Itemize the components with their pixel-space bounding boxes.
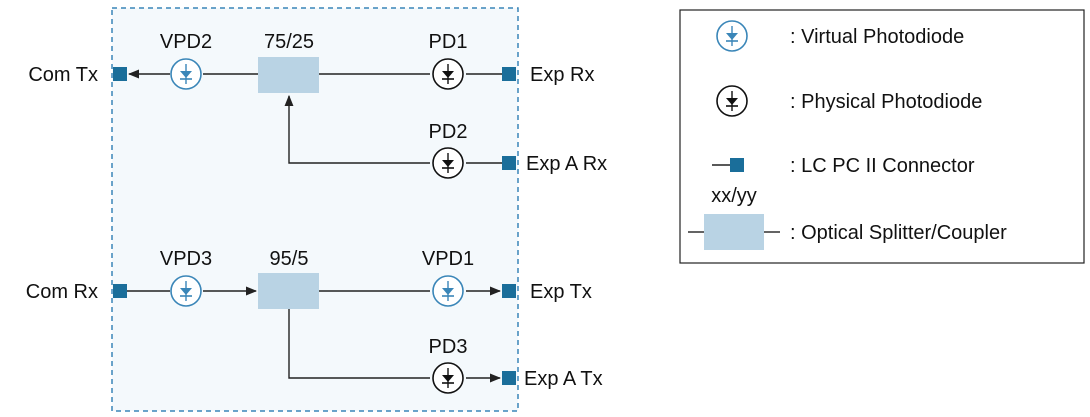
connector-exp-a-tx[interactable]: [502, 371, 516, 385]
label-splitter-75-25: 75/25: [264, 31, 314, 53]
connector-com-rx[interactable]: [113, 284, 127, 298]
label-exp-a-tx: Exp A Tx: [524, 368, 603, 390]
connector-com-tx[interactable]: [113, 67, 127, 81]
label-pd2: PD2: [429, 121, 468, 143]
splitter-95-5: [258, 273, 319, 309]
legend-physical-pd-label: : Physical Photodiode: [790, 91, 982, 113]
legend-connector-label: : LC PC II Connector: [790, 155, 975, 177]
pd3-icon: [432, 362, 464, 394]
label-com-rx: Com Rx: [26, 281, 98, 303]
vpd3-icon: [170, 275, 202, 307]
label-vpd3: VPD3: [160, 248, 212, 270]
label-vpd1: VPD1: [422, 248, 474, 270]
label-splitter-95-5: 95/5: [270, 248, 309, 270]
legend-splitter-icon: [688, 214, 780, 250]
label-exp-rx: Exp Rx: [530, 64, 594, 86]
label-pd1: PD1: [429, 31, 468, 53]
vpd2-icon: [170, 58, 202, 90]
legend-splitter-ratio: xx/yy: [711, 185, 757, 207]
vpd1-icon: [432, 275, 464, 307]
legend-virtual-pd-label: : Virtual Photodiode: [790, 26, 964, 48]
legend-virtual-pd-icon: [716, 20, 748, 52]
wire-splitter-pd3: [288, 309, 430, 379]
label-pd3: PD3: [429, 336, 468, 358]
legend-splitter-label: : Optical Splitter/Coupler: [790, 222, 1007, 244]
connector-exp-rx[interactable]: [502, 67, 516, 81]
connector-exp-tx[interactable]: [502, 284, 516, 298]
splitter-75-25: [258, 57, 319, 93]
legend: : Virtual Photodiode : Physical Photodio…: [679, 9, 1085, 264]
label-exp-tx: Exp Tx: [530, 281, 592, 303]
label-exp-a-rx: Exp A Rx: [526, 153, 607, 175]
legend-connector-icon: [712, 158, 744, 172]
pd2-icon: [432, 147, 464, 179]
wire-pd2-splitter: [284, 94, 430, 164]
pd1-icon: [432, 58, 464, 90]
connector-exp-a-rx[interactable]: [502, 156, 516, 170]
label-com-tx: Com Tx: [28, 64, 98, 86]
label-vpd2: VPD2: [160, 31, 212, 53]
legend-physical-pd-icon: [716, 85, 748, 117]
